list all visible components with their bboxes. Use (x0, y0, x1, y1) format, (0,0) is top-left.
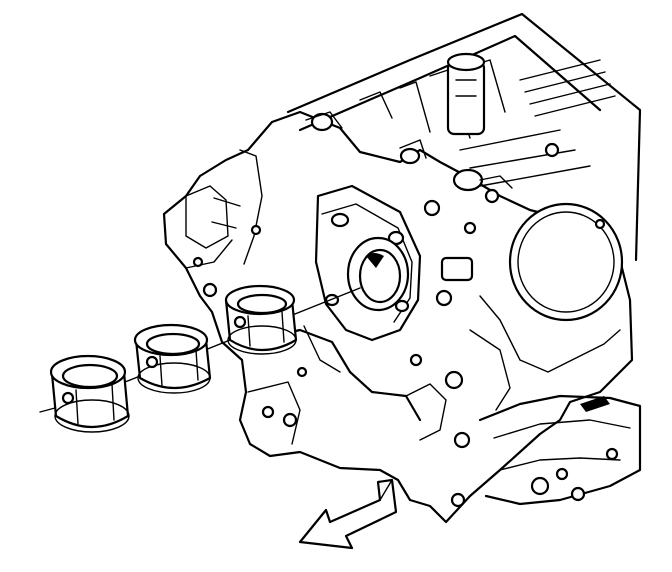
engine-block (162, 12, 642, 524)
lifter-valley (286, 12, 642, 262)
camshaft-bore (346, 236, 410, 312)
cylinder-bore (508, 202, 624, 322)
oil-hole (233, 315, 247, 329)
camshaft-bearing-3 (224, 284, 298, 355)
oil-hole (61, 391, 75, 405)
camshaft-bearing-1 (49, 354, 130, 433)
top-sensor (446, 60, 486, 136)
oil-hole (145, 355, 159, 369)
arrow-down-left-icon (298, 478, 398, 550)
camshaft-bearing-2 (133, 323, 212, 394)
